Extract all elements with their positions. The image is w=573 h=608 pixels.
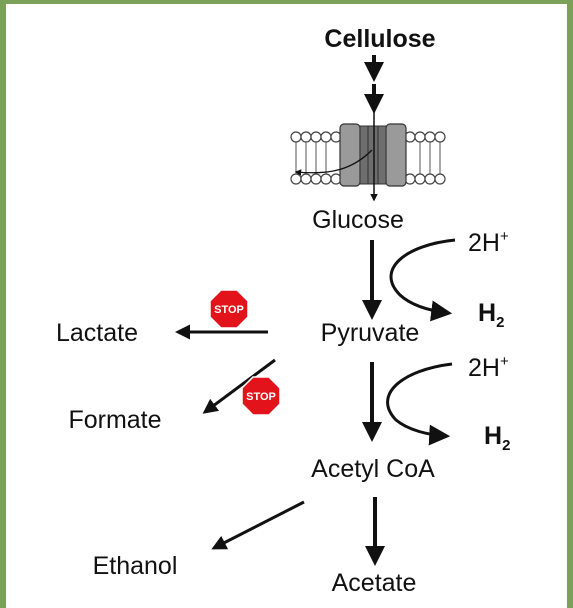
h1-product: H2 — [478, 299, 504, 331]
h2-protons: 2H+ — [468, 353, 509, 382]
node-acetyl-coa: Acetyl CoA — [311, 455, 435, 483]
membrane-transporter-icon — [290, 123, 446, 187]
stop-sign-lactate-icon: STOP — [209, 289, 249, 329]
stop-sign-formate-icon: STOP — [241, 376, 281, 416]
node-cellulose: Cellulose — [324, 25, 435, 53]
node-glucose: Glucose — [312, 206, 404, 234]
node-formate: Formate — [68, 406, 161, 434]
arrow-pyruvate-to-formate — [202, 358, 276, 414]
node-ethanol: Ethanol — [93, 552, 178, 580]
arrow-h2-production-2 — [386, 362, 453, 446]
node-lactate: Lactate — [56, 319, 138, 347]
arrow-acetyl-coa-to-ethanol — [211, 500, 305, 550]
h1-protons: 2H+ — [468, 228, 509, 257]
node-pyruvate: Pyruvate — [321, 319, 420, 347]
h2-product: H2 — [484, 422, 510, 454]
arrow-h2-production-1 — [389, 238, 456, 322]
svg-text:STOP: STOP — [246, 391, 276, 403]
svg-text:STOP: STOP — [214, 304, 244, 316]
node-acetate: Acetate — [332, 569, 417, 597]
